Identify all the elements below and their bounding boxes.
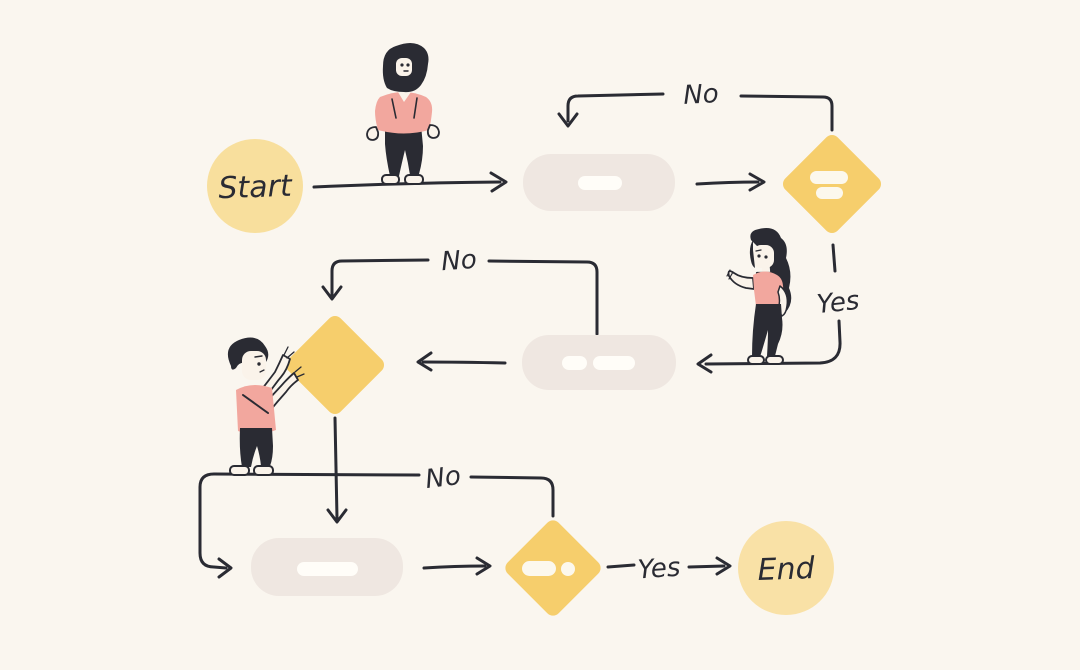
process-node-1	[523, 154, 675, 211]
connector-no-loop-top	[557, 92, 834, 132]
connector-decision2-down	[326, 416, 348, 524]
decision-node-3	[505, 520, 601, 616]
illustration-man-standing	[366, 42, 440, 185]
process-1-text-placeholder	[578, 176, 622, 190]
connector-yes-bottom	[606, 556, 732, 576]
connector-process2-to-decision2	[416, 351, 507, 372]
decision-3-text-placeholder-2	[561, 562, 575, 576]
connector-process3-to-decision3	[422, 556, 492, 576]
no-label-bottom: No	[424, 461, 463, 495]
end-node: End	[738, 521, 834, 615]
start-node: Start	[207, 139, 303, 233]
decision-node-1	[782, 134, 882, 234]
illustration-woman-pointing	[726, 228, 792, 365]
no-label-middle: No	[440, 245, 477, 277]
decision-1-text-placeholder-2	[816, 187, 843, 199]
process-2-text-placeholder	[562, 356, 587, 370]
decision-3-text-placeholder	[522, 561, 556, 576]
yes-label-bottom: Yes	[637, 553, 682, 586]
connector-process1-to-decision1	[695, 172, 766, 192]
process-3-text-placeholder	[297, 562, 358, 576]
illustration-man-raising-arms	[227, 337, 305, 476]
woman-face	[753, 245, 774, 268]
connector-start-to-process1	[312, 171, 508, 193]
process-node-2	[522, 335, 676, 390]
man2-face	[242, 351, 266, 380]
yes-label-right: Yes	[815, 286, 860, 320]
end-label: End	[757, 551, 816, 588]
process-node-3	[251, 538, 403, 596]
no-label-top: No	[683, 79, 720, 111]
start-label: Start	[218, 169, 294, 207]
connector-no-loop-bottom	[198, 472, 555, 579]
connector-yes-right	[696, 243, 842, 374]
decision-node-2	[285, 315, 385, 415]
man1-face	[396, 58, 412, 76]
decision-1-text-placeholder	[810, 171, 848, 184]
process-2-text-placeholder-2	[593, 356, 635, 370]
connector-no-loop-middle	[321, 258, 599, 336]
